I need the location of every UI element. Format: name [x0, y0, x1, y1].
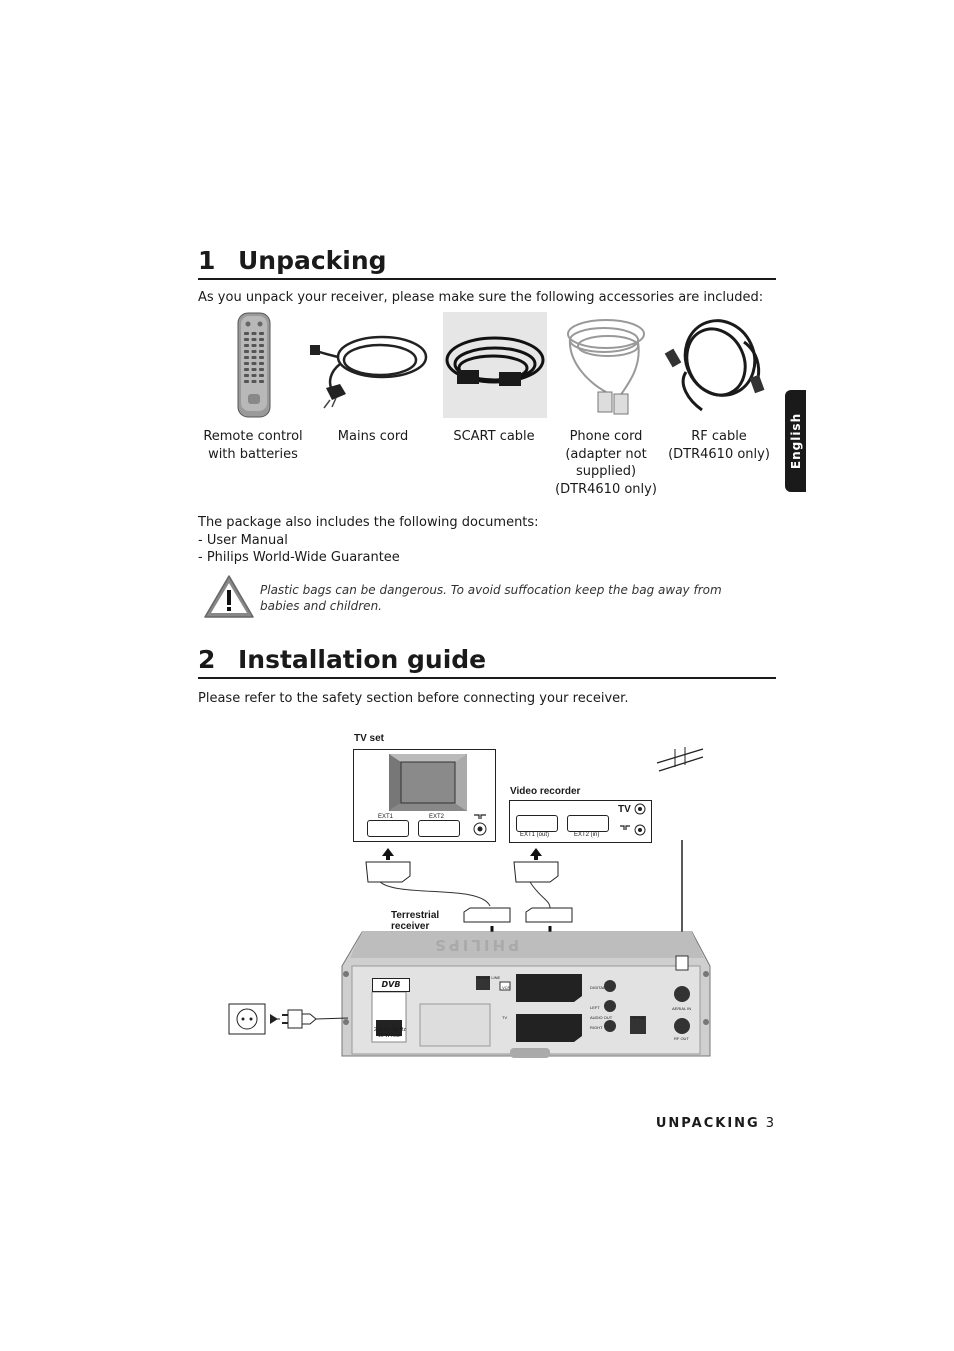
antenna-icon [656, 747, 704, 772]
section-1-title: Unpacking [238, 246, 387, 275]
accessory-caption-scart: SCART cable [453, 429, 535, 444]
port-left-label: LEFT [590, 1005, 600, 1010]
port-aerial-in-label: AERIAL IN [672, 1006, 692, 1011]
phone-line-label: PHONE LINE [476, 975, 501, 980]
tv-ext2-port [418, 820, 460, 837]
port-digital-label: DIGITAL [590, 985, 606, 990]
mains-cord-icon [310, 335, 428, 409]
vcr-ext2-port [567, 815, 609, 832]
phone-cord-icon [567, 319, 645, 415]
section-1-heading: 1 Unpacking [198, 246, 776, 280]
install-text: Please refer to the safety section befor… [198, 691, 629, 706]
receiver-brand: PHILIPS [432, 936, 520, 954]
vcr-sockets-icon [620, 803, 646, 836]
video-recorder-label: Video recorder [510, 786, 581, 797]
tv-set-label: TV set [354, 733, 385, 744]
section-1-number: 1 [198, 246, 216, 275]
receiver-label: Terrestrial receiver [391, 910, 440, 932]
wall-socket-and-plug [228, 1003, 348, 1035]
port-tv-label: TV [502, 1015, 508, 1020]
page-footer: UNPACKING 3 [656, 1116, 774, 1131]
language-side-tab: English [785, 390, 806, 492]
video-recorder [509, 800, 652, 843]
port-serial-label: SERIAL [631, 1015, 646, 1020]
tv-screen-icon [389, 754, 467, 811]
vcr-ext1-label: EXT1 (out) [520, 832, 550, 838]
tv-ext1-label: EXT1 [378, 814, 394, 820]
section-2-heading: 2 Installation guide [198, 645, 776, 679]
warning-text: Plastic bags can be dangerous. To avoid … [260, 583, 722, 613]
terrestrial-receiver [341, 931, 711, 1058]
document-item: - User Manual [198, 533, 288, 548]
vcr-ext1-port [516, 815, 558, 832]
tv-ext1-port [367, 820, 409, 837]
power-rating: 230 V ~ 50 Hz 16 W max [374, 1027, 406, 1039]
language-side-tab-label: English [788, 412, 803, 470]
accessory-caption-remote: Remote control with batteries [203, 429, 303, 462]
section-2-title: Installation guide [238, 645, 487, 674]
accessory-caption-mains: Mains cord [337, 429, 409, 444]
tv-ext2-label: EXT2 [429, 814, 445, 820]
footer-section: UNPACKING [655, 1116, 760, 1131]
port-rf-out-label: RF OUT [674, 1036, 689, 1041]
connection-diagram [365, 840, 683, 1020]
accessory-caption-phone: Phone cord (adapter not supplied) (DTR46… [555, 429, 657, 497]
document-item: - Philips World-Wide Guarantee [198, 550, 400, 565]
vcr-tv-label: TV [618, 804, 631, 815]
documents-intro: The package also includes the following … [198, 515, 539, 530]
dvb-logo: DVB [372, 978, 410, 992]
remote-control-icon [237, 312, 271, 418]
section-2-number: 2 [198, 645, 216, 674]
intro-text: As you unpack your receiver, please make… [198, 290, 764, 305]
aerial-socket-icon [473, 814, 487, 836]
port-right-label: RIGHT [590, 1025, 603, 1030]
rf-cable-icon [664, 319, 765, 412]
scart-cable-icon [443, 312, 547, 418]
port-vcr-label: VCR [502, 985, 511, 990]
accessory-caption-rf: RF cable (DTR4610 only) [668, 429, 770, 462]
port-audio-out-label: AUDIO OUT [590, 1015, 613, 1020]
vcr-ext2-label: EXT2 (in) [574, 832, 600, 838]
footer-page-number: 3 [765, 1116, 774, 1131]
warning-triangle-icon [204, 575, 254, 618]
